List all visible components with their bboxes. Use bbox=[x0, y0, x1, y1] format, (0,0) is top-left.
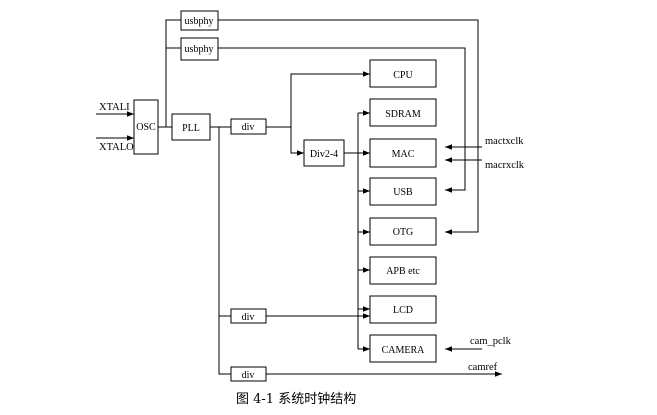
cpu-label: CPU bbox=[393, 70, 413, 81]
pll-label: PLL bbox=[182, 123, 200, 134]
div2-label: div bbox=[242, 312, 255, 323]
camera-block bbox=[369, 334, 437, 363]
apb-block bbox=[369, 256, 437, 285]
camref-label: camref bbox=[468, 362, 498, 373]
mac-label: MAC bbox=[392, 149, 415, 160]
usbphy1-label: usbphy bbox=[185, 16, 214, 27]
mac-block bbox=[369, 138, 437, 168]
div2-4-block bbox=[303, 139, 345, 167]
usbphy1-block bbox=[180, 10, 219, 31]
pll-block bbox=[171, 113, 211, 141]
xtalo-label: XTALO bbox=[99, 142, 134, 153]
div1-label: div bbox=[242, 122, 255, 133]
lcd-block bbox=[369, 295, 437, 324]
pll-to-div2-wire bbox=[218, 127, 231, 317]
usbphy2-to-usb-wire bbox=[218, 47, 466, 193]
lcd-label: LCD bbox=[393, 305, 413, 316]
usb-label: USB bbox=[393, 187, 413, 198]
div2-4-label: Div2-4 bbox=[310, 149, 338, 160]
div1-block bbox=[230, 118, 267, 135]
div1-to-cpu-wire bbox=[290, 71, 370, 127]
macrxclk-label: macrxclk bbox=[485, 160, 525, 171]
osc-to-usbphy1-wire bbox=[165, 19, 181, 127]
usbphy1-to-otg-wire bbox=[218, 19, 479, 235]
sdram-block bbox=[369, 98, 437, 127]
div2-block bbox=[230, 308, 267, 324]
usbphy2-label: usbphy bbox=[185, 44, 214, 55]
xtali-label: XTALI bbox=[99, 102, 130, 113]
cam-pclk-label: cam_pclk bbox=[470, 336, 512, 347]
apb-label: APB etc bbox=[386, 266, 420, 277]
mactxclk-label: mactxclk bbox=[485, 136, 524, 147]
usbphy2-block bbox=[180, 37, 219, 61]
camera-label: CAMERA bbox=[382, 345, 426, 356]
div3-block bbox=[230, 366, 267, 382]
sdram-label: SDRAM bbox=[385, 109, 421, 120]
otg-label: OTG bbox=[393, 227, 414, 238]
osc-block bbox=[133, 99, 159, 155]
usb-block bbox=[369, 177, 437, 206]
div3-label: div bbox=[242, 370, 255, 381]
cpu-block bbox=[369, 59, 437, 88]
figure-caption: 图 4-1 系统时钟结构 bbox=[236, 391, 356, 407]
osc-label: OSC bbox=[136, 122, 156, 133]
otg-block bbox=[369, 217, 437, 246]
div1-to-div2-4-wire bbox=[290, 127, 304, 156]
pll-to-div3-wire bbox=[218, 316, 231, 375]
